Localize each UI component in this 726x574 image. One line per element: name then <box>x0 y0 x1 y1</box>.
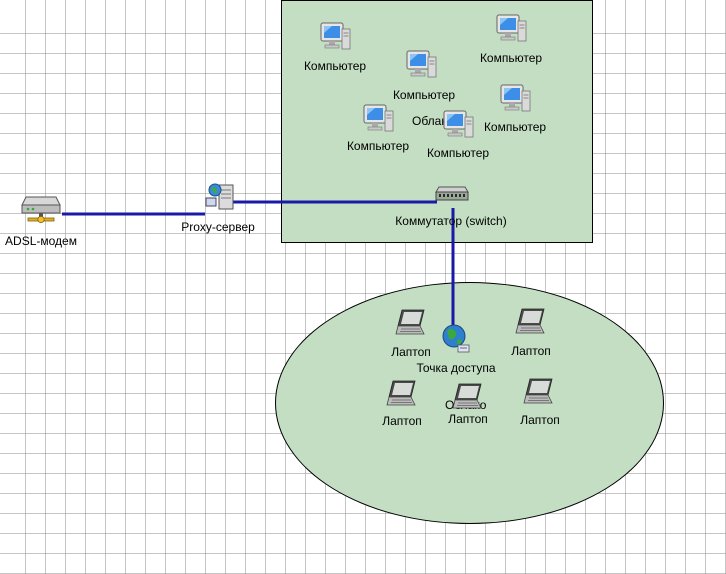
computer-label: Компьютер <box>479 51 543 65</box>
desktop-computer-icon <box>318 20 352 54</box>
desktop-computer-icon <box>361 102 395 136</box>
laptop-label: Лаптоп <box>448 412 488 426</box>
desktop-computer-icon <box>404 48 438 82</box>
computer-label: Компьютер <box>483 120 547 134</box>
globe-access-point-icon[interactable] <box>441 323 471 355</box>
wired-area-label: Облако <box>412 114 454 128</box>
desktop-computer-icon <box>494 12 528 46</box>
proxy-server-icon[interactable] <box>203 182 237 214</box>
laptop-icon <box>385 377 419 411</box>
laptop-icon <box>522 375 556 409</box>
computer-label: Компьютер <box>303 59 367 73</box>
computer-label: Компьютер <box>346 139 410 153</box>
desktop-computer-icon <box>441 108 475 142</box>
laptop-icon <box>394 306 428 340</box>
laptop-label: Лаптоп <box>520 413 560 427</box>
computer-label: Компьютер <box>426 146 490 160</box>
computer-label: Компьютер <box>392 88 456 102</box>
laptop-label: Лаптоп <box>391 345 431 359</box>
laptop-label: Лаптоп <box>382 414 422 428</box>
laptop-icon <box>514 305 548 339</box>
desktop-computer-icon <box>498 82 532 116</box>
proxy-server-label: Proxy-сервер <box>181 220 255 234</box>
laptop-label: Лаптоп <box>511 344 551 358</box>
access-point-label: Точка доступа <box>416 361 496 375</box>
network-switch-icon[interactable] <box>435 183 469 205</box>
adsl-modem-icon[interactable] <box>20 193 62 225</box>
laptop-icon <box>451 380 485 414</box>
adsl-modem-label: ADSL-модем <box>5 234 77 248</box>
switch-label: Коммутатор (switch) <box>395 214 507 228</box>
